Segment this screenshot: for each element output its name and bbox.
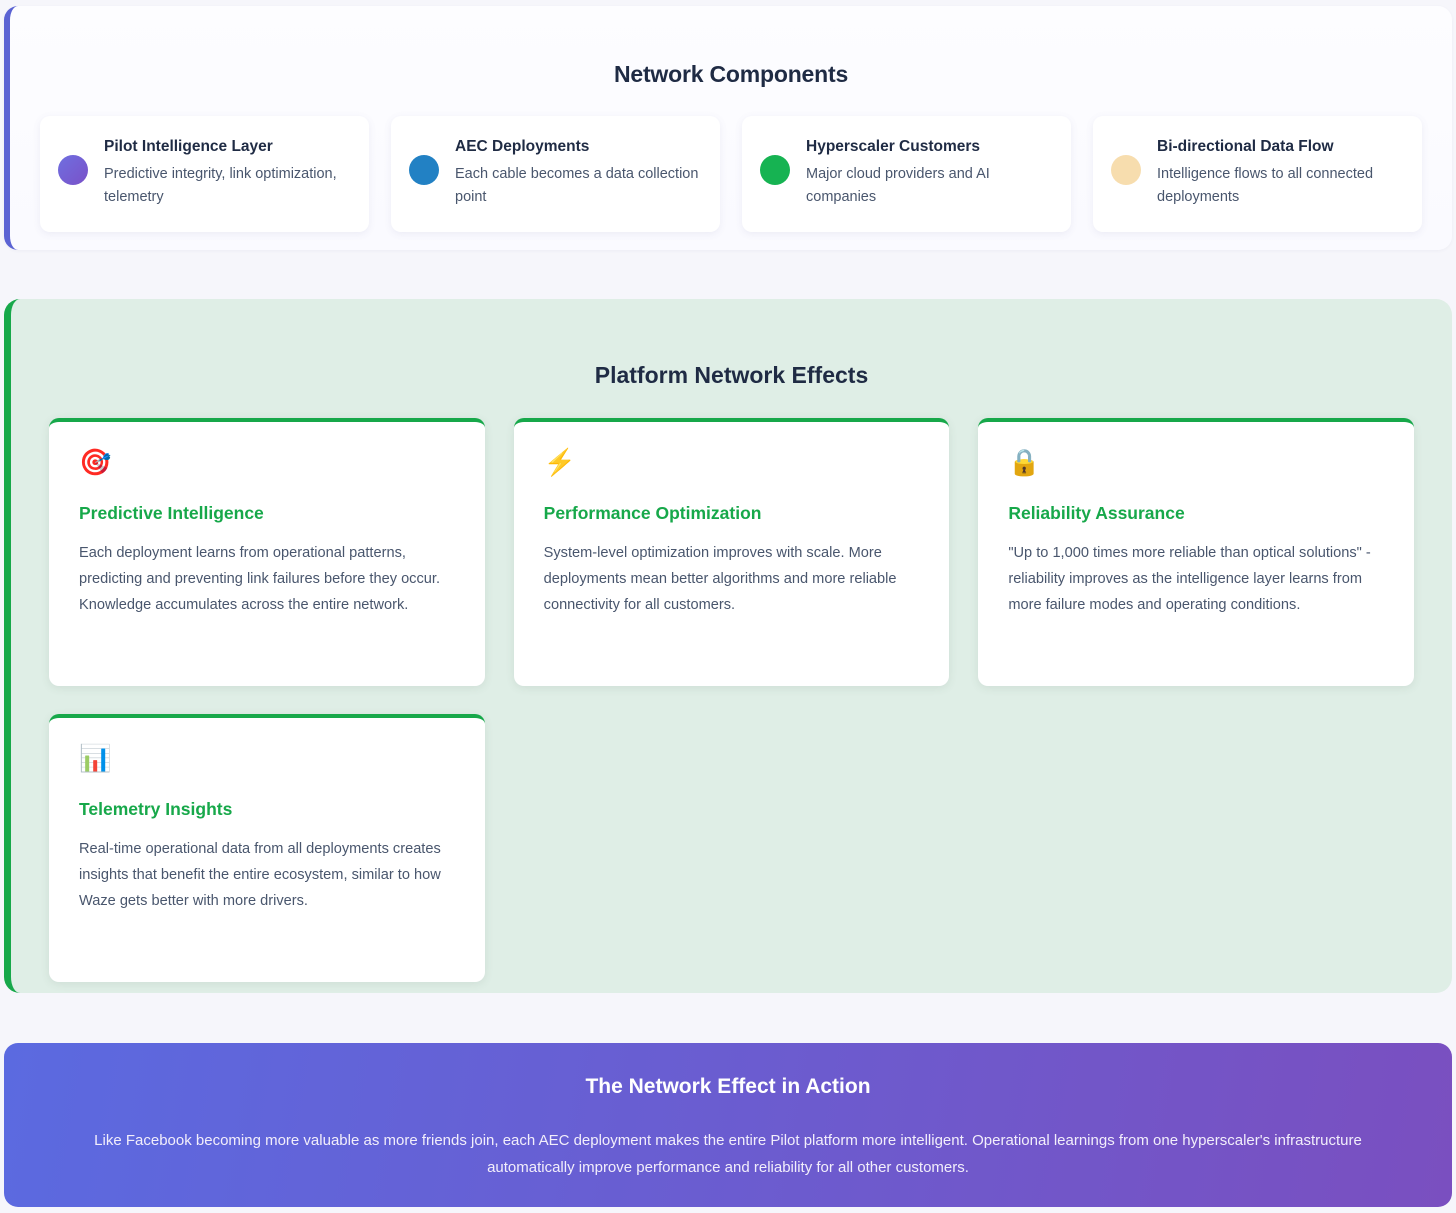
platform-network-effects-section: Platform Network Effects 🎯 Predictive In… — [4, 299, 1452, 993]
status-dot-icon — [58, 155, 88, 185]
effect-card-title: Telemetry Insights — [79, 799, 233, 819]
component-text: AEC Deployments Each cable becomes a dat… — [455, 138, 700, 210]
component-text: Pilot Intelligence Layer Predictive inte… — [104, 138, 349, 210]
bar-chart-icon: 📊 — [79, 743, 112, 773]
effect-card-reliability-assurance[interactable]: 🔒 Reliability Assurance "Up to 1,000 tim… — [978, 418, 1414, 686]
network-components-row: Pilot Intelligence Layer Predictive inte… — [10, 88, 1452, 232]
component-card-pilot-intelligence-layer[interactable]: Pilot Intelligence Layer Predictive inte… — [40, 116, 369, 232]
component-title: Pilot Intelligence Layer — [104, 138, 273, 155]
effect-card-title: Reliability Assurance — [1008, 503, 1185, 523]
effect-card-title: Performance Optimization — [543, 503, 762, 523]
component-description: Major cloud providers and AI companies — [806, 166, 990, 206]
network-components-section: Network Components Pilot Intelligence La… — [4, 6, 1452, 250]
component-text: Hyperscaler Customers Major cloud provid… — [806, 138, 1051, 210]
component-card-bi-directional-data-flow[interactable]: Bi-directional Data Flow Intelligence fl… — [1093, 116, 1422, 232]
effect-card-performance-optimization[interactable]: ⚡ Performance Optimization System-level … — [513, 418, 950, 686]
component-card-aec-deployments[interactable]: AEC Deployments Each cable becomes a dat… — [391, 116, 720, 232]
component-description: Each cable becomes a data collection poi… — [455, 166, 699, 206]
status-dot-icon — [1111, 155, 1141, 185]
effect-card-predictive-intelligence[interactable]: 🎯 Predictive Intelligence Each deploymen… — [49, 418, 485, 686]
target-icon: 🎯 — [79, 447, 112, 477]
status-dot-icon — [760, 155, 790, 185]
component-card-hyperscaler-customers[interactable]: Hyperscaler Customers Major cloud provid… — [742, 116, 1071, 232]
effect-card-description: Real-time operational data from all depl… — [79, 841, 441, 909]
banner-title: The Network Effect in Action — [585, 1075, 871, 1098]
component-description: Predictive integrity, link optimization,… — [104, 166, 337, 206]
platform-network-effects-title: Platform Network Effects — [594, 362, 869, 388]
component-text: Bi-directional Data Flow Intelligence fl… — [1157, 138, 1402, 210]
effects-card-grid: 🎯 Predictive Intelligence Each deploymen… — [11, 389, 1452, 982]
banner-description: Like Facebook becoming more valuable as … — [94, 1132, 1362, 1177]
status-dot-icon — [409, 155, 439, 185]
lightning-bolt-icon: ⚡ — [543, 447, 577, 477]
effect-card-title: Predictive Intelligence — [79, 503, 264, 523]
component-title: Hyperscaler Customers — [806, 138, 981, 155]
effect-card-telemetry-insights[interactable]: 📊 Telemetry Insights Real-time operation… — [49, 714, 485, 982]
lock-icon: 🔒 — [1008, 447, 1041, 477]
network-components-title: Network Components — [613, 61, 849, 87]
component-title: AEC Deployments — [455, 138, 590, 155]
effect-card-description: System-level optimization improves with … — [543, 545, 897, 613]
effect-card-description: "Up to 1,000 times more reliable than op… — [1008, 545, 1371, 613]
component-description: Intelligence flows to all connected depl… — [1157, 166, 1374, 206]
component-title: Bi-directional Data Flow — [1157, 138, 1334, 155]
effect-card-description: Each deployment learns from operational … — [79, 545, 441, 613]
network-effect-banner: The Network Effect in Action Like Facebo… — [4, 1043, 1452, 1207]
